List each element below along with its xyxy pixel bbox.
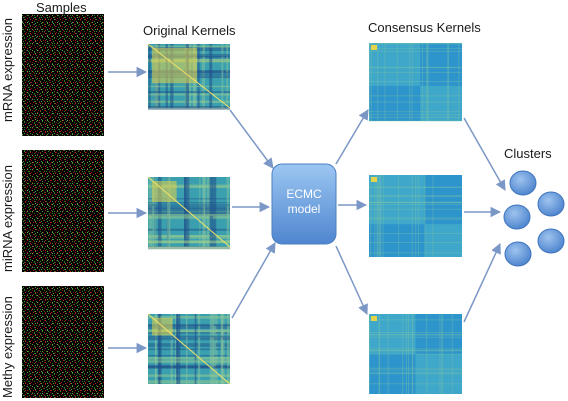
cluster-circle-5: [537, 228, 565, 254]
consensus-kernel-3: [369, 314, 462, 394]
sample-matrix-methy: [22, 286, 104, 398]
consensus-kernels-label: Consensus Kernels: [368, 20, 481, 35]
ecmc-model-label: ECMC model: [272, 187, 336, 217]
omics-label-methy: Methy expression: [0, 296, 15, 398]
arrow-model-to-consensus-1: [335, 109, 369, 165]
consensus-kernel-1: [369, 43, 462, 122]
consensus-kernel-2: [369, 175, 462, 257]
cluster-circle-3: [537, 191, 565, 217]
arrow-kernel-mrna-to-model: [229, 109, 274, 169]
arrow-model-to-consensus-3: [335, 245, 368, 315]
ecmc-model-box: [271, 163, 337, 245]
sample-matrix-mirna: [22, 150, 104, 272]
original-kernel-mrna: [147, 43, 231, 110]
cluster-circle-2: [503, 204, 531, 230]
omics-label-mirna: miRNA expression: [0, 165, 15, 272]
ecmc-model-line2: model: [287, 202, 321, 216]
original-kernel-methy: [147, 313, 231, 385]
arrow-consensus-3-to-clusters: [463, 243, 501, 323]
original-kernels-label: Original Kernels: [143, 23, 236, 38]
samples-label: Samples: [36, 0, 87, 15]
cluster-circle-1: [509, 170, 537, 196]
omics-label-mrna: mRNA expression: [0, 17, 15, 122]
clusters-label: Clusters: [504, 146, 552, 161]
cluster-circle-4: [504, 241, 532, 267]
ecmc-model-line1: ECMC: [286, 187, 322, 201]
original-kernel-mirna: [147, 176, 231, 250]
sample-matrix-mrna: [22, 14, 104, 136]
arrow-kernel-methy-to-model: [231, 242, 276, 319]
arrow-consensus-1-to-clusters: [463, 117, 506, 191]
